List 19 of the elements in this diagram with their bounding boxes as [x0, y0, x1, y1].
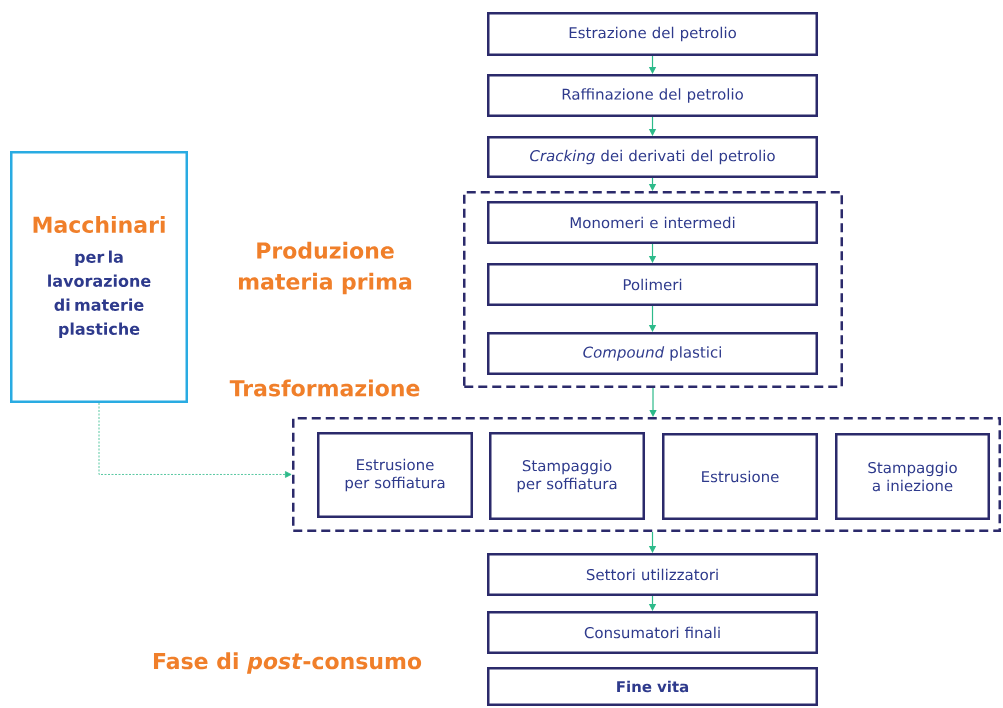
- arrow: [98, 402, 292, 478]
- process-box: Monomeri e intermedi: [487, 201, 818, 244]
- process-box: Consumatori finali: [487, 611, 818, 654]
- process-box: Cracking dei derivati del petrolio: [487, 136, 818, 178]
- process-box: Settori utilizzatori: [487, 553, 818, 596]
- process-box: Estrusione per soffiatura: [317, 432, 473, 518]
- phase-heading: Fase di post-consumo: [154, 652, 422, 674]
- machinery-box: Macchinari per la lavorazione di materie plastiche: [10, 151, 188, 403]
- process-box: Estrazione del petrolio: [487, 12, 818, 56]
- arrow: [649, 387, 657, 417]
- group-heading: Produzione materia prima: [239, 241, 412, 295]
- process-box: Compound plastici: [487, 332, 818, 375]
- group-heading: Trasformazione: [229, 379, 420, 397]
- process-box: Fine vita: [487, 667, 818, 706]
- process-box: Estrusione: [662, 433, 818, 520]
- process-box: Polimeri: [487, 263, 818, 306]
- process-box: Stampaggio a iniezione: [835, 433, 990, 520]
- process-box: Stampaggio per soffiatura: [489, 432, 645, 520]
- process-box: Raffinazione del petrolio: [487, 74, 818, 117]
